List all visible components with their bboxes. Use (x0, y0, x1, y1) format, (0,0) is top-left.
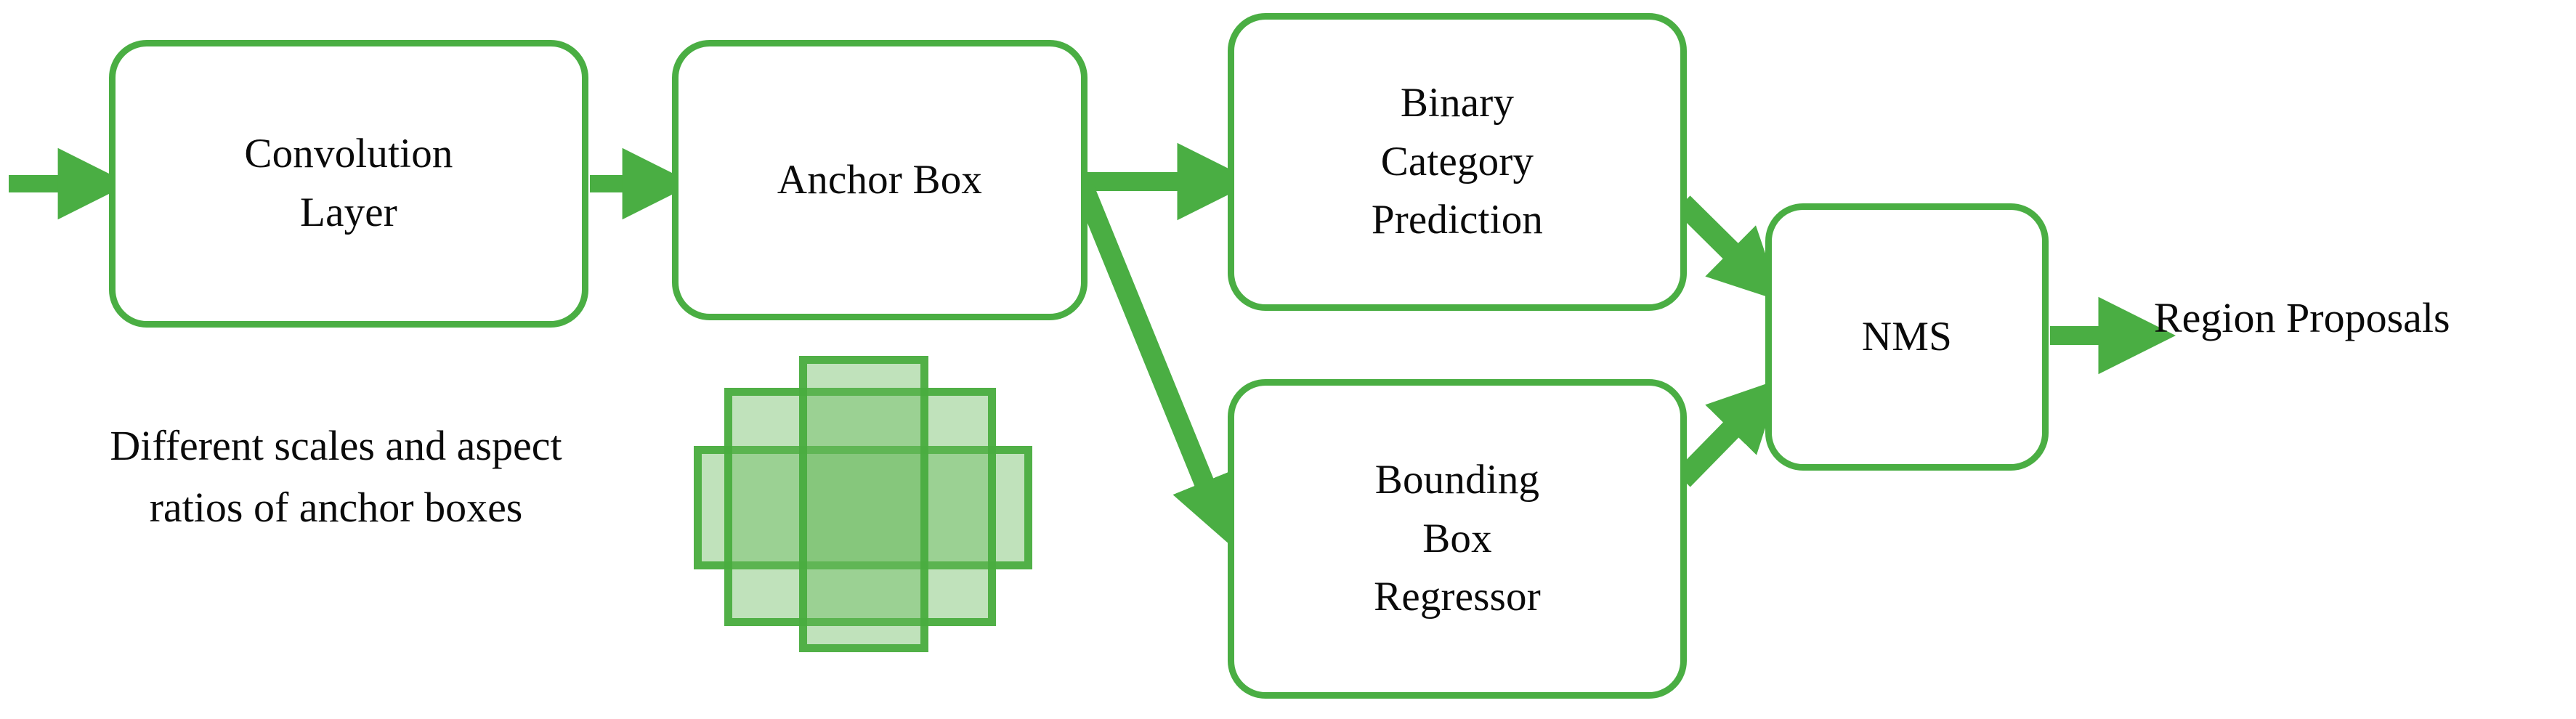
node-convolution-layer-line-2: Layer (300, 190, 397, 235)
wide-anchor-rect (694, 446, 1032, 569)
node-binary-category-prediction-line-2: Category (1380, 138, 1534, 184)
node-binary-category-prediction-line-3: Prediction (1371, 197, 1544, 243)
node-bounding-box-regressor-line-3: Regressor (1374, 574, 1541, 620)
node-convolution-layer[interactable]: Convolution Layer (109, 40, 588, 328)
node-bounding-box-regressor-line-1: Bounding (1374, 456, 1540, 503)
anchor-boxes-caption-line-1: Different scales and aspect (110, 422, 562, 469)
edge-bounding-to-nms (1674, 378, 1781, 487)
anchor-boxes-caption-line-2: ratios of anchor boxes (149, 483, 523, 531)
tall-anchor-rect (799, 356, 928, 652)
node-anchor-box-line-1: Anchor Box (777, 156, 983, 203)
node-anchor-box[interactable]: Anchor Box (672, 40, 1087, 320)
node-bounding-box-regressor[interactable]: Bounding Box Regressor (1228, 379, 1687, 699)
node-convolution-layer-line-1: Convolution (244, 131, 453, 177)
edge-binary-to-nms (1674, 195, 1782, 302)
node-binary-category-prediction[interactable]: Binary Category Prediction (1228, 13, 1687, 311)
edge-anchor-to-bounding (1074, 183, 1236, 545)
node-bounding-box-regressor-line-2: Box (1422, 515, 1492, 561)
anchor-boxes-caption: Different scales and aspect ratios of an… (0, 415, 672, 538)
node-nms[interactable]: NMS (1765, 203, 2049, 471)
region-proposals-label: Region Proposals (2154, 294, 2450, 341)
anchor-boxes-illustration (683, 341, 1046, 668)
node-nms-line-1: NMS (1861, 313, 1953, 360)
medium-anchor-rect (724, 388, 996, 626)
node-binary-category-prediction-line-1: Binary (1400, 79, 1515, 126)
